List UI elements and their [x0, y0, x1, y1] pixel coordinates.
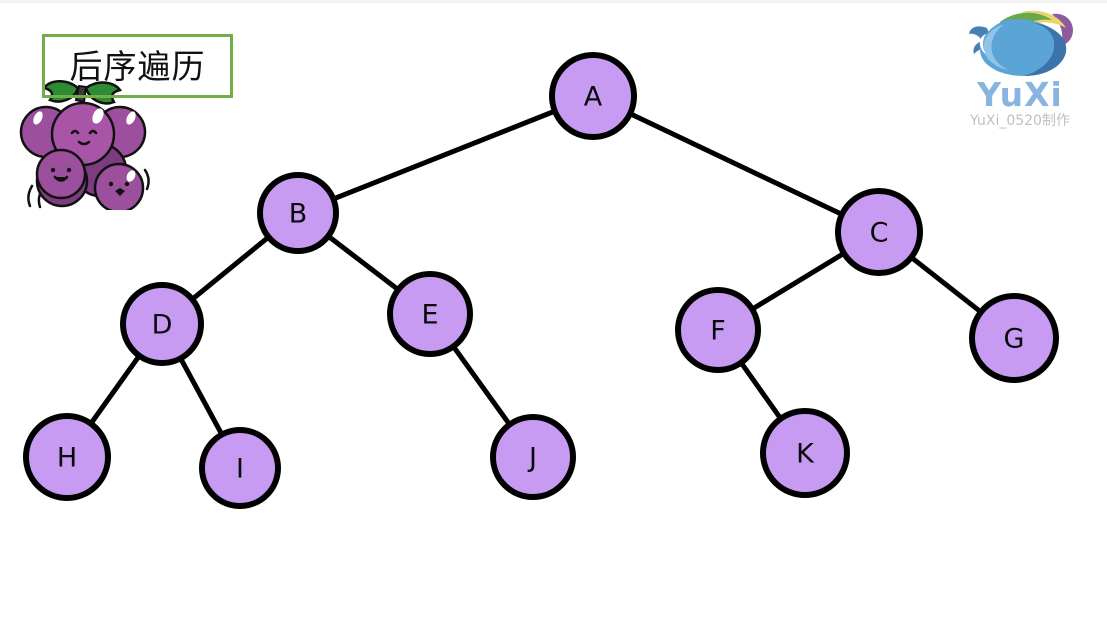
- watermark-subtitle: YuXi_0520制作: [970, 113, 1070, 129]
- whale-logo-icon: [969, 10, 1073, 76]
- tree-node-k[interactable]: K: [760, 408, 850, 498]
- tree-nodes-layer: A B C D E F G H I J K: [23, 52, 1059, 509]
- tree-node-label-k: K: [796, 439, 815, 470]
- watermark: YuXi YuXi_0520制作: [945, 8, 1095, 130]
- tree-node-a[interactable]: A: [549, 52, 637, 140]
- tree-edge-c-g: [907, 253, 986, 316]
- tree-node-h[interactable]: H: [23, 413, 111, 501]
- tree-node-j[interactable]: J: [490, 414, 576, 500]
- tree-edge-e-j: [449, 342, 514, 429]
- tree-node-c[interactable]: C: [835, 188, 923, 276]
- tree-node-circle-j: [490, 414, 576, 500]
- tree-node-circle-d: [120, 282, 204, 366]
- tree-edge-b-e: [324, 232, 403, 294]
- tree-edge-a-b: [328, 107, 560, 203]
- tree-node-label-c: C: [870, 218, 889, 249]
- tree-node-circle-c: [835, 188, 923, 276]
- tree-node-f[interactable]: F: [675, 287, 761, 373]
- tree-node-b[interactable]: B: [257, 172, 339, 254]
- tree-node-circle-i: [199, 427, 281, 509]
- tree-node-circle-f: [675, 287, 761, 373]
- tree-node-circle-a: [549, 52, 637, 140]
- tree-node-label-j: J: [527, 443, 537, 474]
- tree-edge-f-k: [737, 358, 785, 423]
- top-divider: [0, 0, 1107, 3]
- tree-node-label-b: B: [289, 199, 308, 230]
- tree-node-label-f: F: [710, 316, 726, 347]
- tree-node-circle-g: [969, 293, 1059, 383]
- tree-edge-d-i: [177, 354, 226, 439]
- watermark-brand: YuXi: [977, 75, 1063, 114]
- tree-node-d[interactable]: D: [120, 282, 204, 366]
- tree-edge-a-c: [625, 110, 847, 218]
- tree-edge-b-d: [188, 233, 273, 304]
- tree-edge-d-h: [87, 351, 143, 428]
- tree-node-label-d: D: [152, 310, 173, 341]
- tree-node-e[interactable]: E: [387, 271, 473, 357]
- tree-edges-layer: [87, 107, 986, 439]
- page-title: 后序遍历: [69, 46, 206, 86]
- tree-node-circle-b: [257, 172, 339, 254]
- tree-node-circle-k: [760, 408, 850, 498]
- tree-node-label-g: G: [1004, 324, 1025, 355]
- tree-edge-c-f: [747, 249, 849, 313]
- tree-node-circle-e: [387, 271, 473, 357]
- tree-node-g[interactable]: G: [969, 293, 1059, 383]
- tree-node-label-e: E: [421, 300, 438, 331]
- title-box: 后序遍历: [42, 34, 233, 98]
- tree-node-circle-h: [23, 413, 111, 501]
- tree-node-i[interactable]: I: [199, 427, 281, 509]
- tree-node-label-h: H: [57, 443, 77, 474]
- tree-node-label-i: I: [236, 454, 244, 485]
- grape-sticker-icon: [19, 80, 150, 210]
- tree-node-label-a: A: [584, 82, 603, 113]
